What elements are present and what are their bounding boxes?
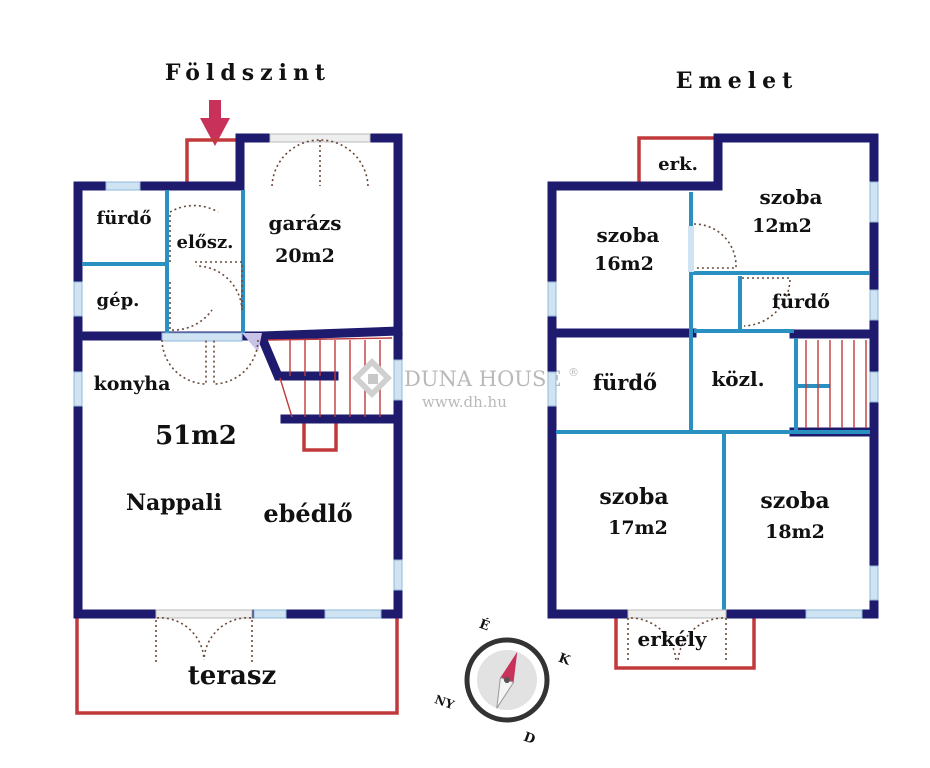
entrance-porch-outline: [185, 138, 238, 186]
ground-window-south-2: [324, 609, 382, 619]
room-label-furdo: fürdő: [97, 208, 152, 229]
room-label-kozl: közl.: [711, 367, 764, 391]
stair-niche-outline: [302, 420, 338, 452]
upper-window-west-1: [547, 281, 557, 317]
room-area-szoba-d: 18m2: [765, 521, 825, 543]
living-doors: [161, 339, 259, 385]
upper-door-bath: [742, 277, 791, 327]
upper-door-panel: [688, 226, 694, 272]
upper-staircase: [805, 340, 867, 428]
compass-needle-icon: [496, 651, 518, 709]
ground-window-south-1: [253, 609, 287, 619]
ground-staircase: [267, 337, 393, 418]
ground-window-stair: [393, 359, 403, 401]
room-area-szoba-a: 16m2: [594, 253, 654, 275]
room-label-szoba-a: szoba: [597, 223, 660, 247]
room-label-ebedlo: ebédlő: [263, 499, 352, 528]
room-label-furdo-a: fürdő: [593, 370, 657, 395]
upper-floor: Emelet: [547, 68, 879, 670]
room-label-eloszoba: elősz.: [177, 232, 234, 253]
room-label-konyha: konyha: [94, 373, 171, 395]
upper-outer-walls: [547, 133, 879, 619]
hall-door: [169, 261, 243, 331]
room-label-garazs: garázs: [268, 211, 341, 235]
upper-window-west-2: [547, 371, 557, 407]
compass-west: NY: [433, 692, 457, 712]
upper-balcony-door: [627, 609, 727, 663]
ground-window-dining: [393, 559, 403, 591]
ground-floor-title: Földszint: [165, 60, 331, 86]
ground-opening-living: [161, 332, 243, 342]
room-label-terasz: terasz: [188, 661, 277, 691]
room-area-szoba-b: 12m2: [752, 215, 812, 237]
upper-window-east-4: [869, 565, 879, 601]
ground-window-gep: [73, 281, 83, 317]
room-area-szoba-c: 17m2: [608, 517, 668, 539]
terrace-doors: [155, 609, 253, 662]
ground-window-kitchen: [73, 371, 83, 407]
ground-opening-triangle: [242, 333, 262, 352]
upper-window-south: [805, 609, 863, 619]
ground-outer-walls: [73, 133, 403, 619]
room-label-gep: gép.: [97, 290, 140, 311]
ground-floor: Földszint: [73, 60, 403, 715]
watermark-registered: ®: [568, 366, 579, 379]
room-area-living: 51m2: [155, 421, 237, 451]
terrace-outline: [75, 614, 399, 715]
entry-door: [169, 204, 219, 262]
entrance-arrow-icon: [200, 100, 230, 146]
room-label-furdo-b: fürdő: [772, 291, 830, 313]
upper-floor-title: Emelet: [676, 68, 799, 94]
room-label-erkely: erkély: [637, 627, 707, 651]
room-label-szoba-c: szoba: [599, 484, 668, 510]
duna-house-logo-icon: [352, 358, 392, 398]
room-label-szoba-d: szoba: [760, 488, 829, 514]
stair-wall-upper: [256, 332, 339, 381]
upper-balcony-outline: [614, 616, 756, 670]
upper-door-room-a: [693, 223, 737, 269]
upper-window-east-2: [869, 289, 879, 321]
upper-window-east-1: [869, 181, 879, 223]
garage-door: [269, 133, 371, 187]
upper-balcony-small-outline: [637, 136, 716, 184]
room-label-erk: erk.: [658, 154, 698, 175]
ground-window-bath: [105, 181, 141, 191]
compass-east: K: [556, 651, 572, 669]
watermark-url: www.dh.hu: [422, 393, 507, 411]
compass: É K D NY: [433, 616, 573, 748]
compass-south: D: [521, 730, 537, 748]
watermark-brand: DUNA HOUSE: [404, 367, 562, 391]
room-label-nappali: Nappali: [126, 490, 222, 516]
watermark: DUNA HOUSE ® www.dh.hu: [352, 358, 579, 411]
upper-window-east-3: [869, 371, 879, 403]
compass-north: É: [477, 616, 492, 634]
room-area-garazs: 20m2: [275, 245, 335, 267]
room-label-szoba-b: szoba: [760, 185, 823, 209]
